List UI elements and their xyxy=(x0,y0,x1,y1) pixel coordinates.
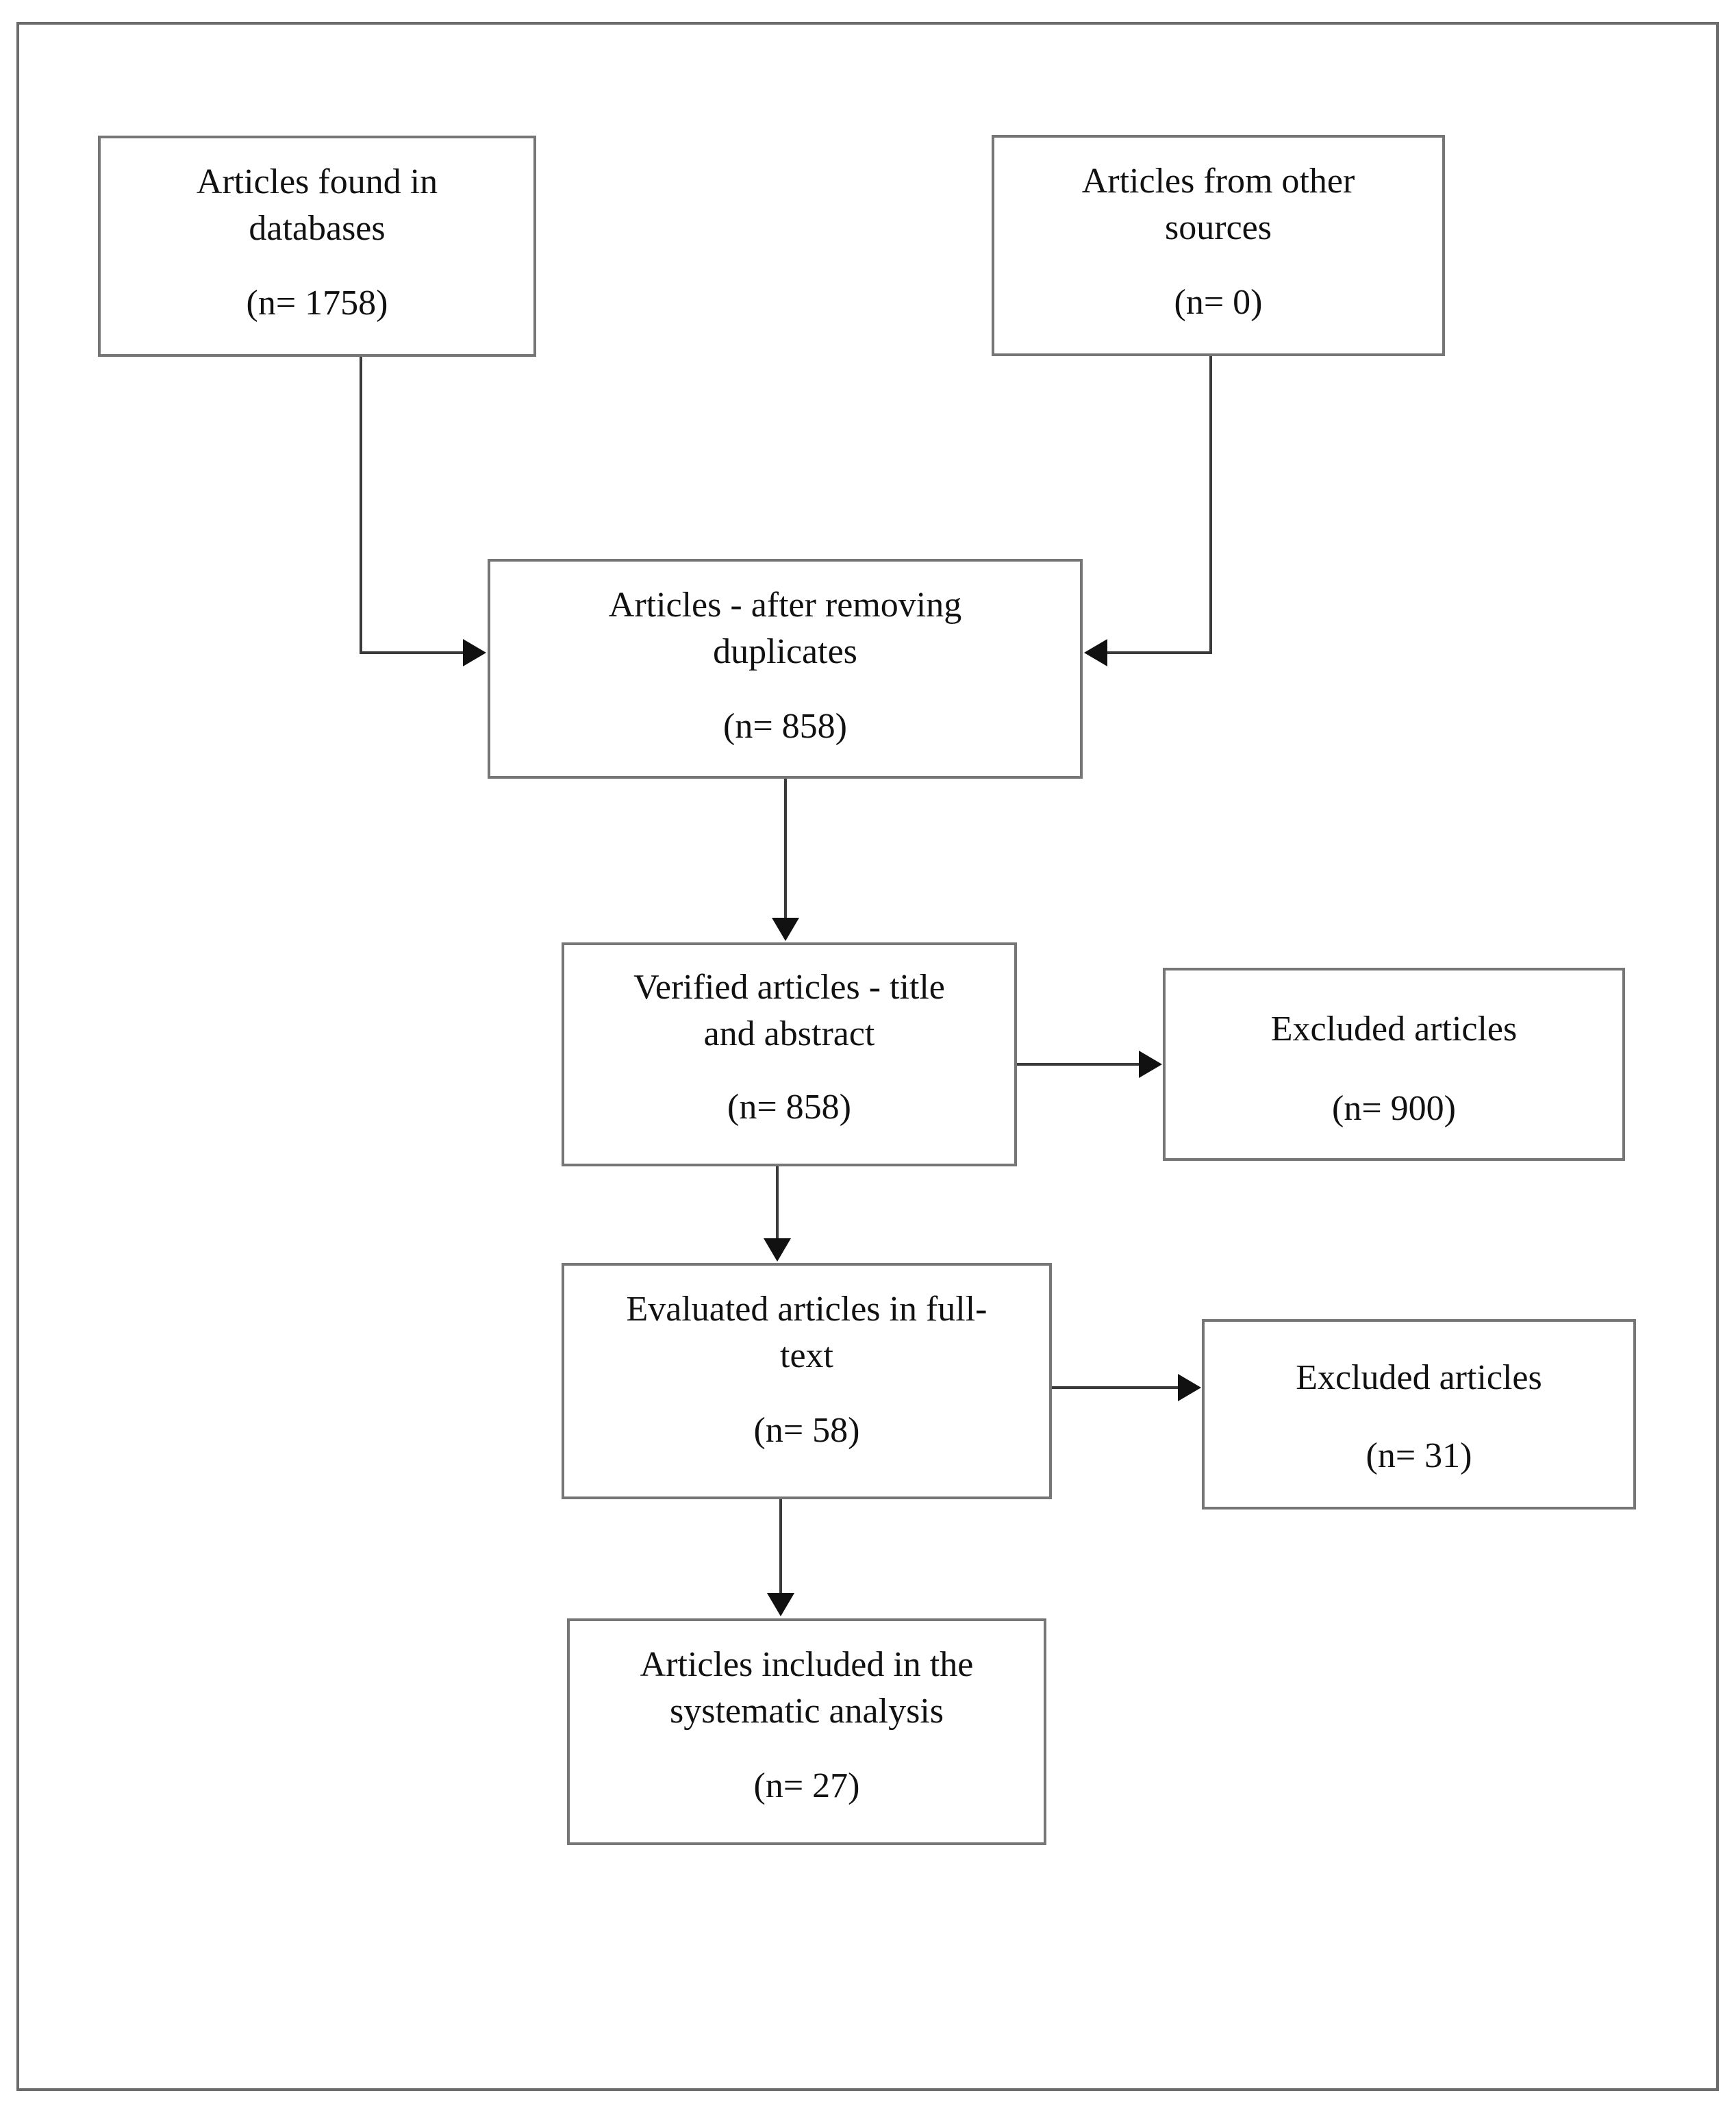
connector-verified-to-fulltext xyxy=(776,1166,779,1240)
node-title: Verified articles - title and abstract xyxy=(633,968,945,1053)
connector-fulltext-to-excluded-2 xyxy=(1052,1386,1179,1389)
node-count: (n= 27) xyxy=(753,1766,860,1806)
node-count: (n= 858) xyxy=(723,707,847,747)
page-frame: Articles found in databases (n= 1758) Ar… xyxy=(16,22,1719,2091)
arrowhead-into-excluded-1 xyxy=(1139,1051,1162,1078)
arrowhead-into-included xyxy=(767,1593,794,1616)
connector-fulltext-to-included xyxy=(779,1499,782,1594)
node-title: Evaluated articles in full- text xyxy=(626,1290,987,1375)
arrowhead-into-excluded-2 xyxy=(1178,1374,1201,1401)
node-title: Excluded articles xyxy=(1296,1358,1542,1397)
connector-duplicates-to-verified xyxy=(784,779,787,919)
node-articles-from-other-sources: Articles from other sources (n= 0) xyxy=(992,135,1445,356)
arrowhead-into-duplicates-right xyxy=(1084,639,1107,666)
node-verified-articles-title-and-abstract: Verified articles - title and abstract (… xyxy=(562,942,1017,1166)
connector-databases-to-duplicates-horizontal xyxy=(360,651,464,654)
node-evaluated-articles-in-full-text: Evaluated articles in full- text (n= 58) xyxy=(562,1263,1052,1499)
connector-other-sources-to-duplicates-vertical xyxy=(1209,356,1212,654)
node-count: (n= 900) xyxy=(1332,1088,1456,1128)
node-articles-found-in-databases: Articles found in databases (n= 1758) xyxy=(98,136,536,357)
node-count: (n= 31) xyxy=(1366,1436,1472,1475)
arrowhead-into-fulltext xyxy=(764,1238,791,1262)
node-title: Articles from other sources xyxy=(1081,162,1355,247)
node-articles-after-removing-duplicates: Articles - after removing duplicates (n=… xyxy=(488,559,1083,779)
connector-verified-to-excluded-1 xyxy=(1017,1063,1140,1066)
arrowhead-into-duplicates-left xyxy=(463,639,486,666)
connector-other-sources-to-duplicates-horizontal xyxy=(1107,651,1212,654)
connector-databases-to-duplicates-vertical xyxy=(360,357,362,654)
node-title: Articles included in the systematic anal… xyxy=(640,1645,974,1731)
node-count: (n= 0) xyxy=(1174,283,1263,323)
node-articles-included-in-systematic-analysis: Articles included in the systematic anal… xyxy=(567,1618,1046,1845)
node-count: (n= 858) xyxy=(727,1088,851,1127)
node-excluded-articles-title-abstract: Excluded articles (n= 900) xyxy=(1163,968,1625,1161)
node-title: Excluded articles xyxy=(1270,1010,1518,1049)
node-count: (n= 58) xyxy=(753,1411,860,1451)
node-title: Articles - after removing duplicates xyxy=(608,586,962,671)
node-excluded-articles-full-text: Excluded articles (n= 31) xyxy=(1202,1319,1636,1510)
node-count: (n= 1758) xyxy=(246,284,388,323)
arrowhead-into-verified xyxy=(772,918,799,941)
node-title: Articles found in databases xyxy=(196,162,438,248)
